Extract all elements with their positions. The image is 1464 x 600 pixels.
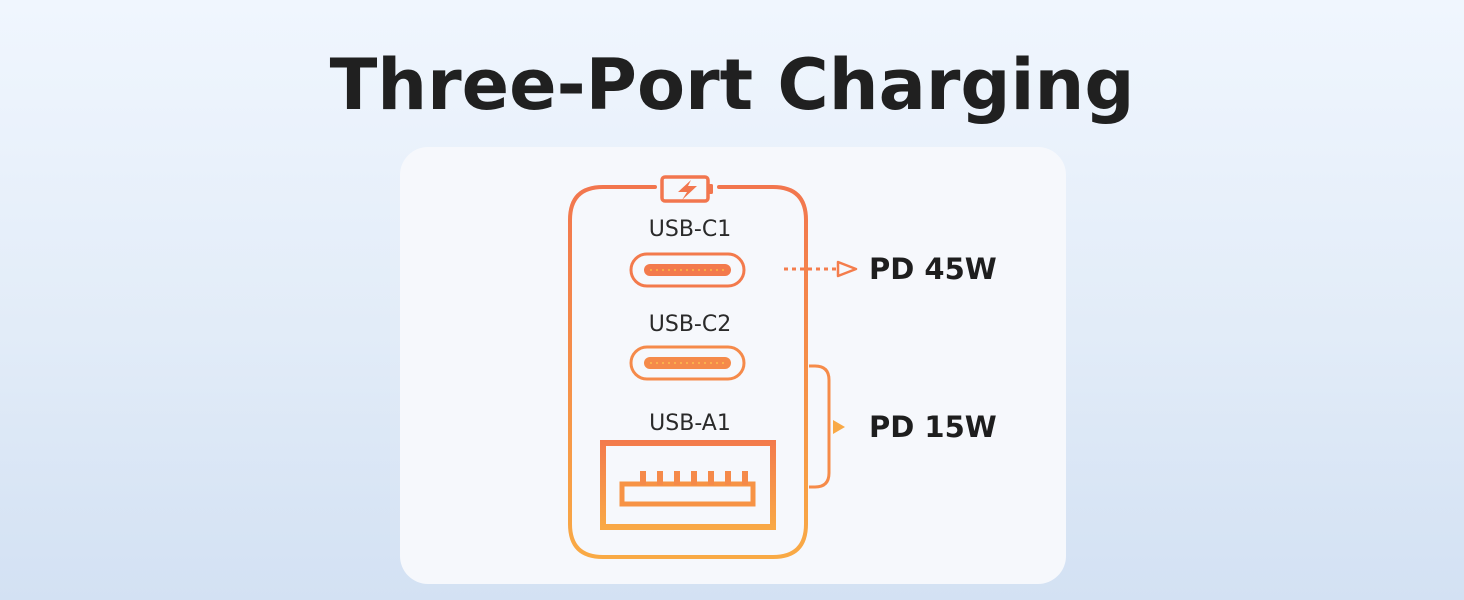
usb-a-port-icon — [600, 440, 776, 530]
output-label-pd-45w: PD 45W — [869, 252, 997, 286]
output-label-pd-15w: PD 15W — [869, 410, 997, 444]
charger-body-outline — [568, 185, 808, 559]
dotted-arrow-icon — [784, 260, 858, 278]
usb-c-port-icon — [629, 345, 746, 381]
bracket-icon — [809, 364, 831, 489]
page-title: Three-Port Charging — [329, 44, 1135, 126]
triangle-arrow-icon — [833, 420, 845, 434]
battery-charging-icon — [660, 175, 713, 203]
port-label-usb-c1: USB-C1 — [648, 217, 732, 242]
port-label-usb-c2: USB-C2 — [648, 312, 732, 337]
port-label-usb-a1: USB-A1 — [649, 411, 731, 436]
charger-panel — [400, 147, 1066, 584]
usb-c-port-icon — [629, 252, 746, 288]
